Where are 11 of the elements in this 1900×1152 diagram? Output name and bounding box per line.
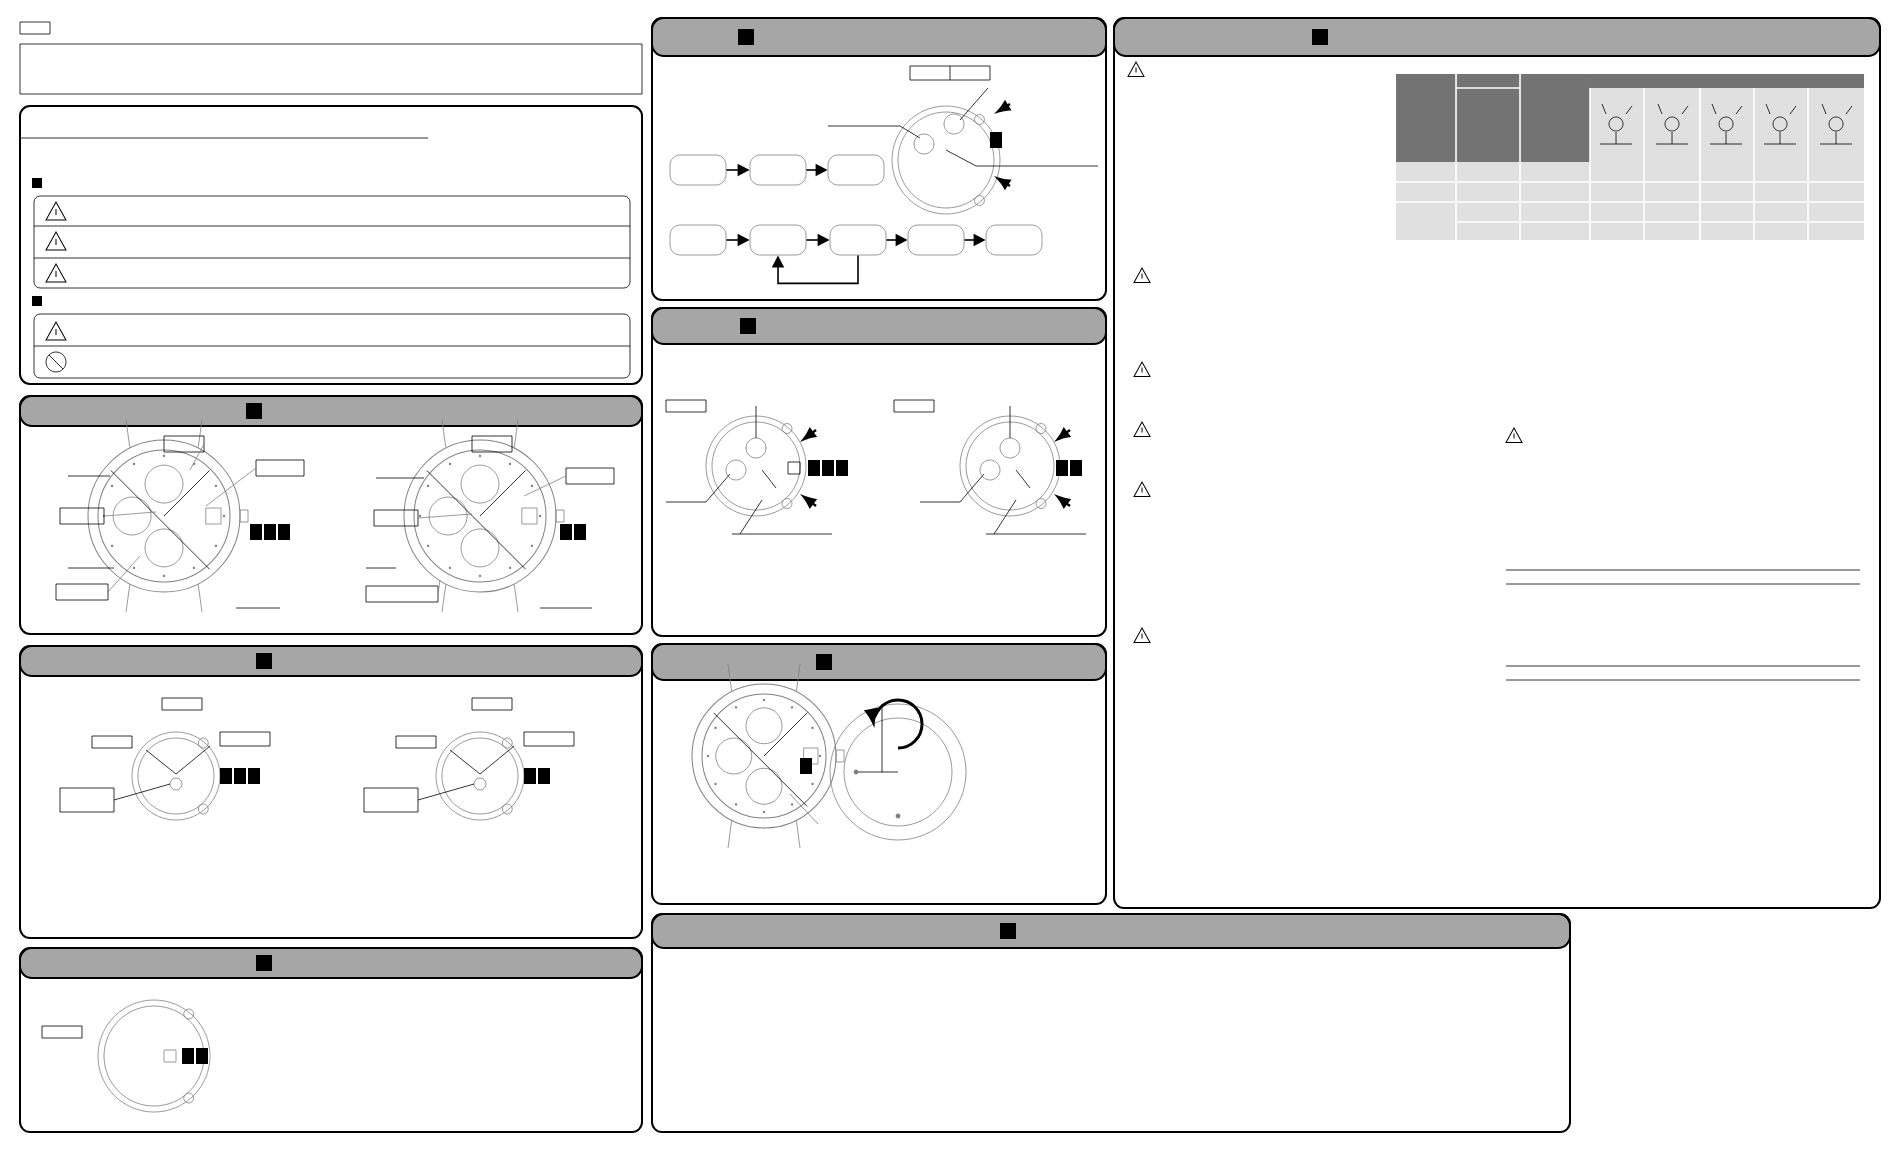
label-box: [19, 21, 51, 35]
flow-box: [985, 224, 1043, 256]
arrow: [771, 254, 859, 285]
flow-box: [749, 224, 807, 256]
flow-box: [669, 224, 727, 256]
flow-box: [827, 154, 885, 186]
flow-box: [829, 224, 887, 256]
title-box: [19, 43, 643, 95]
flow-box: [669, 154, 727, 186]
flow-box: [907, 224, 965, 256]
flow-box: [749, 154, 807, 186]
